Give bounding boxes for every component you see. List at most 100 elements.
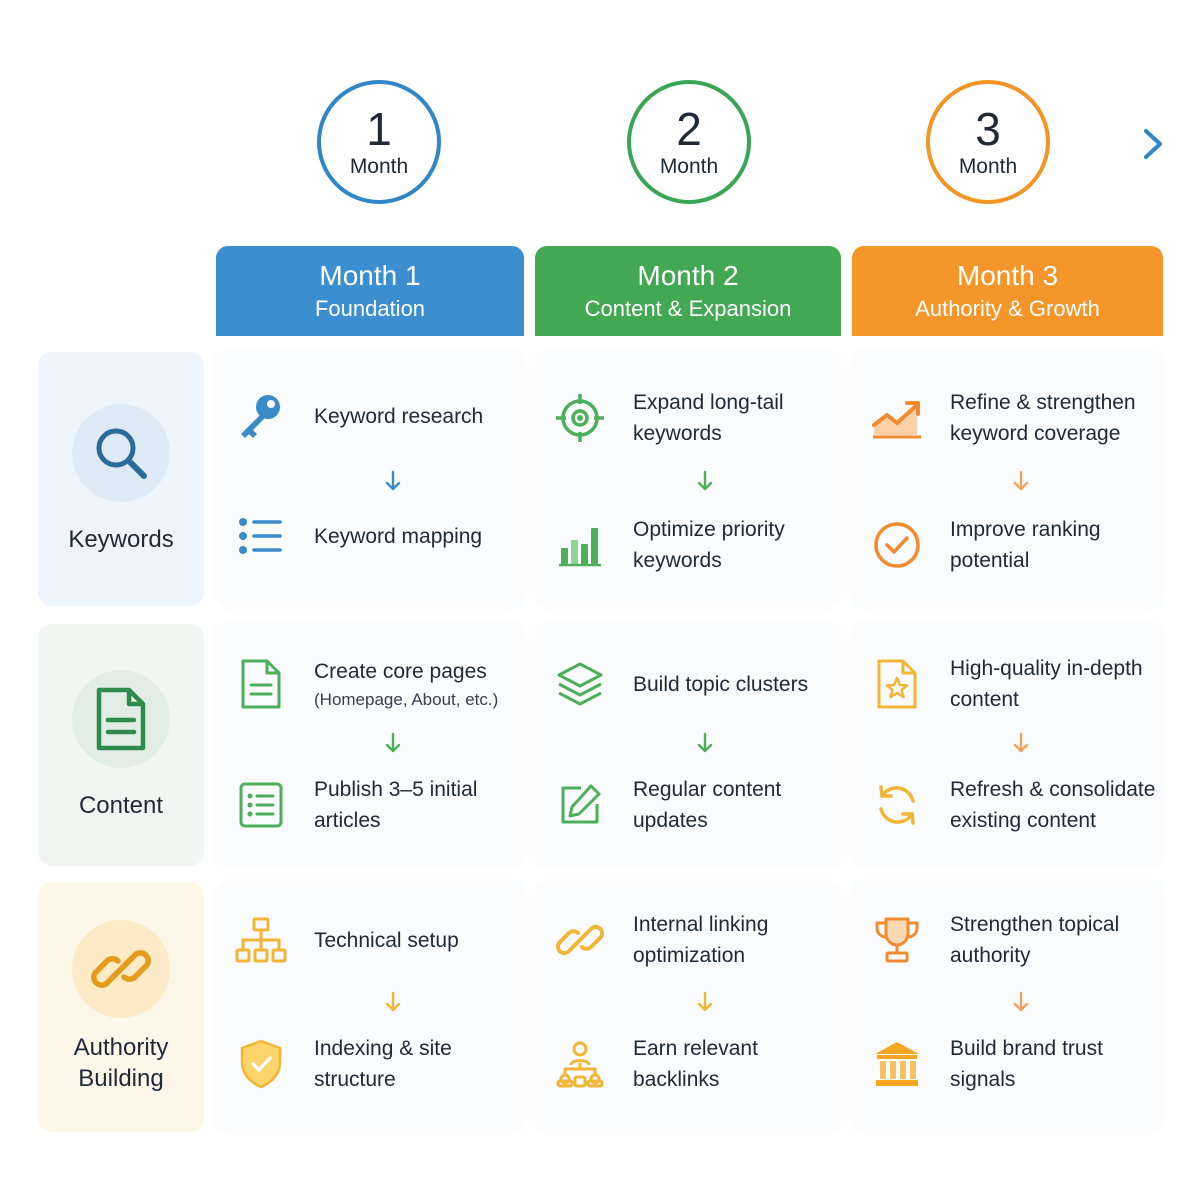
page-icon bbox=[241, 659, 281, 709]
arrow-right-icon bbox=[1144, 129, 1162, 159]
task-text: Publish 3–5 initial articles bbox=[314, 778, 478, 832]
layers-icon bbox=[557, 662, 603, 706]
task-item: Refine & strengthen keyword coverage bbox=[852, 382, 1163, 454]
month-title: Month 3 bbox=[956, 260, 1059, 291]
arrow-down-icon bbox=[385, 991, 401, 1012]
cell-authority-month-3: Strengthen topical authority Build brand… bbox=[852, 882, 1163, 1132]
task-item: Internal linking optimization bbox=[535, 904, 841, 976]
arrow-down-icon bbox=[385, 470, 401, 491]
task-title: Create core pages bbox=[314, 659, 487, 683]
task-text: Internal linking optimization bbox=[633, 913, 769, 967]
task-item: Refresh & consolidate existing content bbox=[852, 769, 1163, 841]
row-label-authority-building: Authority Building bbox=[38, 882, 204, 1132]
milestone-3: 3 Month bbox=[926, 80, 1050, 204]
task-text: Refresh & consolidate existing content bbox=[950, 778, 1156, 832]
task-text: Earn relevant backlinks bbox=[633, 1037, 758, 1091]
arrow-down-icon bbox=[385, 732, 401, 753]
trophy-icon bbox=[875, 917, 919, 963]
list-icon bbox=[239, 518, 282, 554]
row-label-text: Content bbox=[78, 791, 164, 819]
milestone-2: 2 Month bbox=[627, 80, 751, 204]
arrow-down-icon bbox=[1013, 732, 1029, 753]
task-subtext: (Homepage, About, etc.) bbox=[314, 689, 499, 709]
month-3-header: Month 3 Authority & Growth bbox=[852, 246, 1163, 336]
milestone-1: 1 Month bbox=[317, 80, 441, 204]
task-text: Create core pages (Homepage, About, etc.… bbox=[314, 656, 498, 713]
star-document-icon bbox=[877, 659, 917, 709]
document-icon bbox=[96, 687, 146, 750]
task-text: Refine & strengthen keyword coverage bbox=[950, 391, 1136, 445]
arrow-down-icon bbox=[697, 470, 713, 491]
task-item: Strengthen topical authority bbox=[852, 904, 1163, 976]
checklist-icon bbox=[239, 782, 283, 828]
task-text: Regular content updates bbox=[633, 778, 782, 832]
row-icon-circle bbox=[72, 669, 170, 768]
task-text: Technical setup bbox=[314, 928, 459, 952]
refresh-icon bbox=[879, 785, 915, 825]
cell-content-month-2: Build topic clusters Regular content upd… bbox=[535, 624, 841, 866]
task-text: High-quality in-depth content bbox=[950, 657, 1143, 711]
task-item: Build topic clusters bbox=[535, 648, 841, 720]
bank-icon bbox=[875, 1042, 919, 1086]
arrow-down-icon bbox=[1013, 470, 1029, 491]
cell-content-month-1: Create core pages (Homepage, About, etc.… bbox=[216, 624, 524, 866]
cell-keywords-month-3: Refine & strengthen keyword coverage Imp… bbox=[852, 352, 1163, 606]
timeline: 1 Month 2 Month 3 Month bbox=[0, 0, 1200, 240]
cell-keywords-month-1: Keyword research Keyword mapping bbox=[216, 352, 524, 606]
month-2-header: Month 2 Content & Expansion bbox=[535, 246, 841, 336]
cell-keywords-month-2: Expand long-tail keywords Optimize prior… bbox=[535, 352, 841, 606]
task-item: Earn relevant backlinks bbox=[535, 1028, 841, 1100]
task-text: Strengthen topical authority bbox=[950, 913, 1120, 967]
trending-up-icon bbox=[872, 401, 921, 439]
milestone-label: Month bbox=[659, 155, 719, 178]
check-circle-icon bbox=[874, 522, 920, 568]
row-label-keywords: Keywords bbox=[38, 352, 204, 606]
row-label-text: Keywords bbox=[68, 525, 174, 553]
task-item: Keyword mapping bbox=[216, 500, 524, 572]
task-item: Indexing & site structure bbox=[216, 1028, 524, 1100]
row-icon-circle bbox=[72, 920, 170, 1018]
month-subtitle: Content & Expansion bbox=[584, 296, 792, 321]
link-icon bbox=[91, 950, 151, 988]
sitemap-icon bbox=[235, 917, 287, 963]
task-text: Keyword research bbox=[314, 404, 484, 428]
cell-authority-month-1: Technical setup Indexing & site structur… bbox=[216, 882, 524, 1132]
shield-icon bbox=[240, 1039, 282, 1089]
cell-content-month-3: High-quality in-depth content Refresh & … bbox=[852, 624, 1163, 866]
key-icon bbox=[241, 395, 280, 438]
target-icon bbox=[556, 394, 604, 442]
milestone-number: 3 bbox=[975, 103, 1001, 155]
edit-icon bbox=[561, 784, 601, 824]
task-item: High-quality in-depth content bbox=[852, 648, 1163, 720]
task-item: Publish 3–5 initial articles bbox=[216, 769, 524, 841]
task-item: Improve ranking potential bbox=[852, 509, 1163, 581]
month-subtitle: Authority & Growth bbox=[915, 296, 1100, 321]
task-item: Regular content updates bbox=[535, 769, 841, 841]
search-icon bbox=[96, 428, 147, 479]
task-text: Build topic clusters bbox=[633, 672, 809, 696]
arrow-down-icon bbox=[1013, 991, 1029, 1012]
bar-chart-icon bbox=[559, 528, 601, 567]
link-icon bbox=[556, 924, 604, 956]
task-text: Improve ranking potential bbox=[950, 518, 1101, 572]
row-label-text: Authority Building bbox=[73, 1034, 169, 1092]
task-text: Optimize priority keywords bbox=[633, 518, 785, 572]
task-text: Keyword mapping bbox=[314, 524, 483, 548]
row-icon-circle bbox=[72, 403, 170, 502]
month-subtitle: Foundation bbox=[314, 296, 426, 321]
cell-authority-month-2: Internal linking optimization Earn relev… bbox=[535, 882, 841, 1132]
task-item: Optimize priority keywords bbox=[535, 509, 841, 581]
month-1-header: Month 1 Foundation bbox=[216, 246, 524, 336]
arrow-down-icon bbox=[697, 732, 713, 753]
task-item: Technical setup bbox=[216, 904, 524, 976]
milestone-label: Month bbox=[349, 155, 409, 178]
task-item: Create core pages (Homepage, About, etc.… bbox=[216, 648, 524, 720]
task-text: Build brand trust signals bbox=[950, 1037, 1103, 1091]
arrow-down-icon bbox=[697, 991, 713, 1012]
month-title: Month 1 bbox=[319, 260, 421, 291]
task-item: Keyword research bbox=[216, 380, 524, 452]
task-item: Expand long-tail keywords bbox=[535, 382, 841, 454]
milestone-number: 2 bbox=[676, 103, 702, 155]
month-title: Month 2 bbox=[637, 260, 739, 291]
network-icon bbox=[556, 1041, 604, 1088]
